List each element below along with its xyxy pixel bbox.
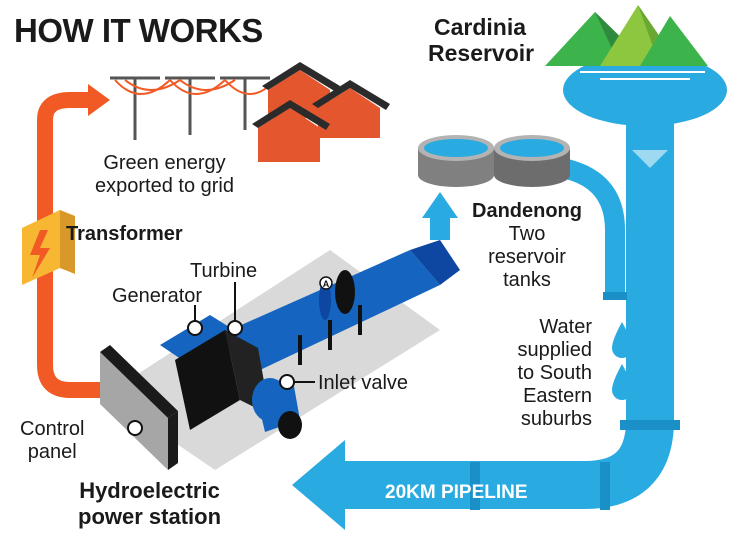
turbine-to-tanks-arrow: [422, 192, 458, 240]
station-label: Hydroelectric power station: [78, 478, 221, 530]
callout-a-text: A: [323, 279, 330, 289]
grid-label-line: Green energy: [103, 152, 226, 174]
control-panel-label: Control panel: [20, 418, 84, 464]
control-panel-label-line: panel: [27, 441, 77, 463]
pipe-flange: [600, 462, 610, 510]
water-supply-label-line: suburbs: [520, 408, 592, 430]
water-supply-label-line: Water: [539, 316, 592, 338]
inlet-valve-icon: [252, 375, 302, 439]
station-label-line: power station: [78, 504, 222, 529]
pipeline-label: 20KM PIPELINE: [385, 482, 528, 503]
transformer-icon: [22, 210, 75, 285]
power-lines: [110, 76, 276, 140]
reservoir-label-line: Reservoir: [428, 40, 535, 66]
tank-right: [494, 135, 570, 187]
water-drop-icon: [612, 322, 632, 358]
generator-marker: [187, 320, 203, 336]
outflow-down-arrow: [632, 150, 668, 168]
houses-icon: [252, 62, 390, 162]
reservoir-label-line: Cardinia: [434, 14, 527, 40]
tanks-label: Dandenong Two reservoir tanks: [472, 200, 582, 292]
callout-a-marker: [319, 276, 333, 290]
transformer-label: Transformer: [66, 223, 183, 245]
pipe-flange: [620, 420, 680, 430]
reservoir-label: Cardinia Reservoir: [428, 14, 534, 66]
tank-left: [418, 135, 494, 187]
energy-arrowhead: [88, 84, 110, 116]
tanks-label-line: Two: [508, 223, 546, 245]
turbine-label: Turbine: [190, 260, 258, 282]
callout-markers: A: [127, 276, 333, 436]
turbine-marker: [227, 320, 243, 336]
water-drop-icon: [612, 364, 632, 400]
water-supply-label-line: supplied: [517, 339, 592, 361]
control-panel-marker: [127, 420, 143, 436]
control-panel-icon: [100, 352, 168, 470]
reservoir-icon: [545, 5, 727, 126]
grid-label: Green energy exported to grid: [95, 152, 234, 198]
station-label-line: Hydroelectric: [79, 478, 220, 503]
water-supply-label-line: to South: [517, 362, 592, 384]
water-supply-label-line: Eastern: [523, 385, 592, 407]
inlet-valve-label: Inlet valve: [318, 372, 409, 394]
power-station: [100, 240, 460, 470]
page-title: HOW IT WORKS: [14, 12, 263, 49]
control-panel-label-line: Control: [20, 418, 85, 440]
tanks-label-line: tanks: [503, 269, 551, 291]
tanks-label-line: reservoir: [488, 246, 566, 268]
water-pipeline: [292, 90, 680, 530]
pipeline-arrowhead: [292, 440, 345, 530]
penstock-pipe: [230, 250, 440, 370]
reservoir-tanks: [418, 135, 570, 187]
inlet-valve-marker: [279, 374, 295, 390]
grid-label-line: exported to grid: [95, 175, 234, 197]
generator-label: Generator: [112, 285, 203, 307]
dandenong-label: Dandenong: [472, 200, 582, 222]
water-supply-label: Water supplied to South Eastern suburbs: [492, 316, 592, 431]
pipe-flange: [470, 462, 480, 510]
